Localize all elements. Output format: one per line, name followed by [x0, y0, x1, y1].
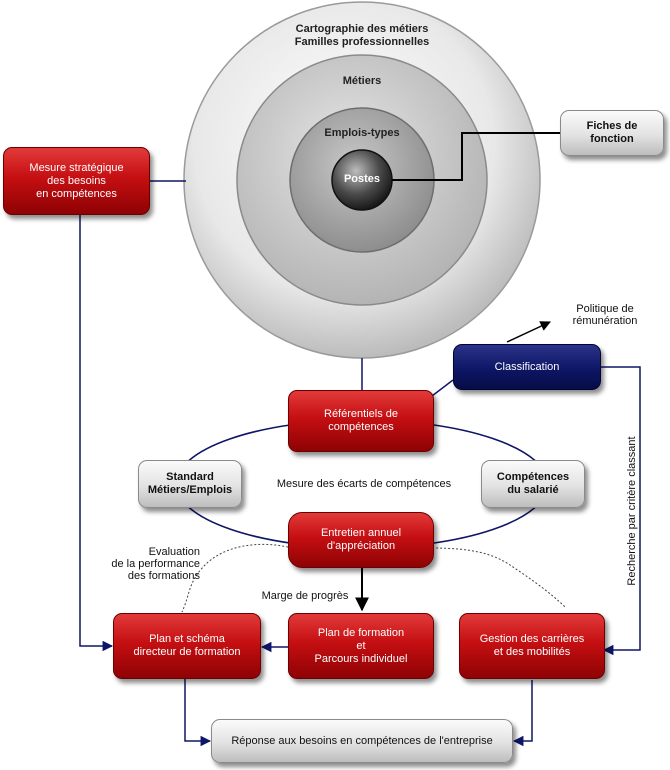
recherche-critere-label: Recherche par critère classant	[626, 436, 638, 586]
gestion-carrieres-label: Gestion des carrières et des mobilités	[479, 633, 585, 658]
reponse-besoins-label: Réponse aux besoins en compétences de l'…	[231, 734, 493, 747]
standard-metiers-box[interactable]: Standard Métiers/Emplois	[138, 460, 242, 508]
ring-label-emplois: Emplois-types	[324, 127, 400, 139]
evaluation-performance-label: Evaluation de la performance des formati…	[111, 546, 200, 582]
gestion-carrieres-box[interactable]: Gestion des carrières et des mobilités	[459, 613, 605, 679]
connector-classification-referentiels	[431, 379, 454, 397]
dotted-entretien-gestion	[431, 547, 567, 609]
connector-postes-fiches	[392, 132, 560, 181]
plan-schema-box[interactable]: Plan et schéma directeur de formation	[113, 613, 261, 679]
entretien-annuel-label: Entretien annuel d'appréciation	[320, 527, 402, 552]
fiches-fonction-box[interactable]: Fiches de fonction	[560, 110, 664, 156]
politique-remuneration-label: Politique de rémunération	[572, 303, 638, 327]
connector-planschema-reponse	[184, 678, 212, 747]
connector-gestion-reponse	[512, 680, 533, 747]
referentiels-label: Référentiels de compétences	[324, 408, 398, 433]
standard-metiers-label: Standard Métiers/Emplois	[147, 471, 233, 496]
classification-box[interactable]: Classification	[453, 344, 601, 390]
mesure-ecarts-label: Mesure des écarts de compétences	[276, 478, 452, 490]
mesure-strategique-label: Mesure stratégique des besoins en compét…	[29, 161, 124, 200]
plan-formation-label: Plan de formation et Parcours individuel	[314, 626, 408, 665]
target-rings	[183, 1, 541, 359]
referentiels-box[interactable]: Référentiels de compétences	[288, 390, 434, 452]
ring-label-postes: Postes	[343, 173, 381, 185]
mesure-strategique-box[interactable]: Mesure stratégique des besoins en compét…	[3, 147, 150, 215]
plan-schema-label: Plan et schéma directeur de formation	[133, 633, 241, 658]
connector-classification-gestion	[601, 366, 641, 656]
competences-salarie-box[interactable]: Compétences du salarié	[481, 460, 585, 508]
ring-label-outer: Cartographie des métiers Familles profes…	[294, 23, 430, 48]
fiches-fonction-label: Fiches de fonction	[586, 120, 638, 145]
connector-classification-politique	[506, 321, 551, 343]
connector-mesure-plan	[79, 215, 114, 652]
ring-label-metiers: Métiers	[342, 75, 382, 87]
entretien-annuel-box[interactable]: Entretien annuel d'appréciation	[288, 512, 434, 568]
marge-progres-label: Marge de progrès	[261, 590, 349, 602]
reponse-besoins-box[interactable]: Réponse aux besoins en compétences de l'…	[211, 719, 513, 763]
dotted-links	[181, 543, 567, 613]
dotted-entretien-evaluation	[181, 543, 293, 613]
classification-label: Classification	[494, 360, 560, 373]
plan-formation-box[interactable]: Plan de formation et Parcours individuel	[288, 613, 434, 679]
competences-salarie-label: Compétences du salarié	[496, 471, 570, 496]
connectors	[79, 132, 641, 747]
